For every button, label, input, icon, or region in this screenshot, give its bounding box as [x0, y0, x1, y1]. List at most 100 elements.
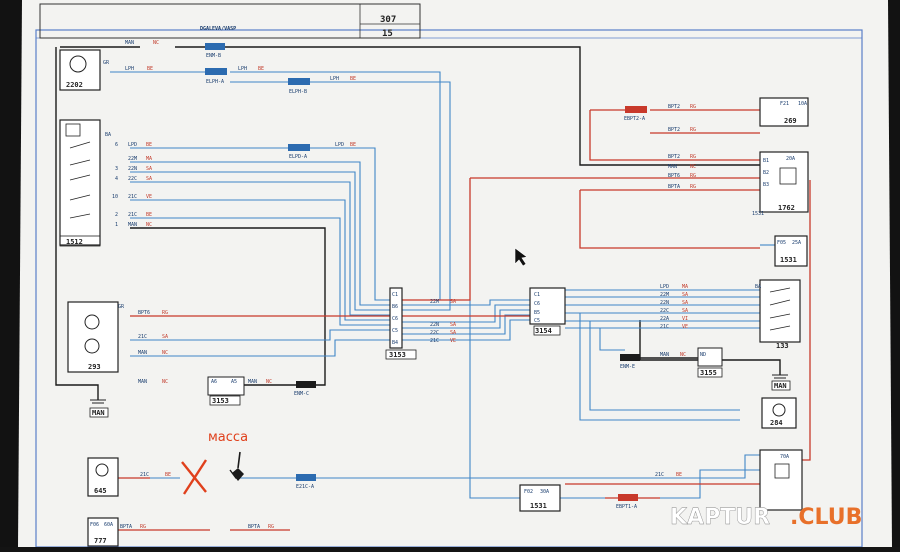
wire-label: 21C — [138, 334, 147, 340]
annotation-text: масса — [208, 430, 248, 445]
wire-label: BE — [147, 66, 153, 72]
splice-enm-b — [205, 43, 225, 50]
splices: ELPH-A ELPH-B ELPD-A ENM-B ENM-C ENM-E E… — [205, 43, 647, 510]
wire-labels: MAN NC GR LPH BE LPH BE LPH BE BA 6 LPD … — [103, 40, 761, 530]
wire-label: 22N — [128, 166, 137, 172]
wire-label: MAN — [660, 352, 669, 358]
splice-enm-c — [296, 381, 316, 388]
wire-label: BE — [676, 472, 682, 478]
component-1762 — [759, 151, 809, 213]
wire-label: LPD — [128, 142, 137, 148]
wire-label: 21C — [140, 472, 149, 478]
wire-label: MAN — [138, 379, 147, 385]
ground-symbols — [90, 374, 788, 404]
component-293 — [67, 301, 119, 373]
wire-label: NC — [153, 40, 159, 46]
watermark: KAPTUR .CLUB — [670, 505, 863, 530]
sensor-icon — [69, 55, 87, 73]
fuse-f21-label: F21 — [780, 101, 789, 107]
pin-label: B2 — [763, 170, 769, 176]
wire-label: GR — [103, 60, 110, 66]
connector-3155 — [697, 347, 723, 367]
splice-elpd-a-label: ELPD-A — [289, 154, 307, 160]
components: 2202 1512 293 645 F06 60A 777 3153 3 — [59, 49, 809, 547]
wire-label: MAN — [138, 350, 147, 356]
splice-elph-b-label: ELPH-B — [289, 89, 307, 95]
page-number: 15 — [382, 29, 393, 39]
fuse-f05-amp: 25A — [792, 240, 801, 246]
wire-label: BE — [165, 472, 171, 478]
wire-label: 22M — [430, 299, 439, 305]
watermark-text-a: KAPTUR — [670, 505, 770, 530]
wire-label: BE — [146, 212, 152, 218]
wire-label: NC — [690, 164, 696, 170]
wire-label: VE — [146, 194, 152, 200]
wire-label: 10 — [112, 194, 118, 200]
wire-label: NC — [680, 352, 686, 358]
wire-label: SA — [682, 292, 688, 298]
wire-label: GR — [118, 304, 125, 310]
fuse-f06-label: F06 — [90, 522, 99, 528]
splice-enm-e — [620, 354, 640, 361]
wire-label: 22C — [128, 176, 137, 182]
pin-label: C6 — [534, 301, 540, 307]
wire-label: VE — [682, 324, 688, 330]
component-3153 — [389, 287, 403, 349]
component-3154-label: 3154 — [535, 327, 552, 335]
splice-ebpt2-a-label: EBPT2-A — [624, 116, 645, 122]
relay2-amp: 70A — [780, 454, 789, 460]
splice-elpd-a — [288, 144, 310, 151]
component-777 — [87, 517, 119, 547]
wire-label: MAN — [248, 379, 257, 385]
splice-enm-e-label: ENM-E — [620, 364, 635, 370]
component-133-label: 133 — [776, 342, 789, 350]
splice-enm-c-label: ENM-C — [294, 391, 309, 397]
wire-label: RG — [140, 524, 146, 530]
top-mark: 307 — [380, 15, 396, 25]
component-269 — [759, 97, 809, 127]
component-3154 — [529, 287, 566, 325]
pin-label: C6 — [392, 316, 398, 322]
wire-label: BE — [146, 142, 152, 148]
wire-label: 6 — [115, 142, 118, 148]
wire-label: NC — [266, 379, 272, 385]
switch-contacts — [69, 141, 91, 219]
component-645-label: 645 — [94, 487, 107, 495]
wire-label: 21C — [128, 194, 137, 200]
component-1512-label: 1512 — [66, 238, 83, 246]
ground-pointer-icon — [232, 468, 244, 481]
pin-label: B6 — [392, 304, 398, 310]
component-1681 — [759, 449, 803, 511]
wire-label: 22C — [660, 308, 669, 314]
splice-enm-b-label: ENM-B — [206, 53, 221, 59]
component-284-label: 284 — [770, 419, 783, 427]
splice-ebpt2-a — [625, 106, 647, 113]
wire-label: SA — [450, 322, 456, 328]
pin-label: A5 — [231, 379, 237, 385]
wire-label: BPT2 — [668, 127, 680, 133]
cross-mark-2 — [182, 459, 208, 495]
wire-label: LPH — [330, 76, 339, 82]
component-1531-label: 1531 — [780, 256, 797, 264]
component-2202-label: 2202 — [66, 81, 83, 89]
wire-label: LPD — [660, 284, 669, 290]
component-1762-label: 1762 — [778, 204, 795, 212]
switch-icon — [65, 123, 81, 137]
wire-label: NC — [146, 222, 152, 228]
hand-annotation: масса — [181, 430, 248, 495]
sensor-icon-645 — [95, 463, 109, 477]
wire-label: SA — [450, 330, 456, 336]
pin-label: A6 — [211, 379, 217, 385]
fuse-f02-amp: 30A — [540, 489, 549, 495]
wire-label: RG — [162, 310, 168, 316]
pin-label: C1 — [392, 292, 398, 298]
wire-label: RG — [268, 524, 274, 530]
connector-3155-label: 3155 — [700, 369, 717, 377]
component-3153-tag — [385, 349, 417, 360]
ground-pointer-line — [237, 451, 241, 469]
pin-label: B4 — [392, 340, 398, 346]
pin-label: B1 — [763, 158, 769, 164]
wire-label: VI — [682, 316, 688, 322]
component-1531 — [774, 235, 808, 267]
